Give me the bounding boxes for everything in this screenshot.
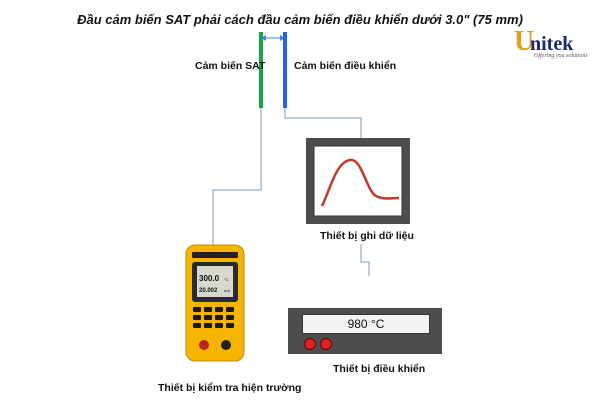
unitek-logo: U nitek Offering you solutions bbox=[514, 28, 594, 62]
controller-led-left bbox=[304, 338, 316, 350]
diagram-title: Đầu cảm biến SAT phải cách đầu cảm biến … bbox=[77, 12, 523, 27]
logo-brand: nitek bbox=[530, 33, 574, 55]
arrow-head-right bbox=[280, 35, 285, 41]
control-sensor-cable bbox=[284, 108, 362, 138]
logger-cable bbox=[360, 244, 370, 276]
tester-unit-1: °C bbox=[224, 277, 229, 282]
logo-letter-u: U bbox=[514, 26, 535, 57]
sat-cable bbox=[212, 108, 262, 245]
control-sensor-label: Cảm biến điều khiển bbox=[294, 60, 397, 72]
data-logger-label: Thiết bị ghi dữ liệu bbox=[320, 230, 414, 242]
logo-tagline: Offering you solutions bbox=[534, 53, 588, 59]
field-tester bbox=[185, 244, 245, 362]
logger-curve bbox=[320, 158, 400, 207]
tester-reading-2: 20.002 bbox=[199, 288, 218, 294]
tester-reading-1: 300.0 bbox=[199, 274, 220, 283]
arrow-head-left bbox=[261, 35, 266, 41]
controller-led-right bbox=[320, 338, 332, 350]
temperature-controller: 980 °C bbox=[288, 308, 442, 354]
field-tester-label: Thiết bị kiểm tra hiện trường bbox=[158, 382, 302, 394]
tester-unit-2: mA bbox=[224, 288, 230, 293]
controller-display: 980 °C bbox=[302, 314, 430, 334]
data-logger bbox=[306, 138, 410, 224]
sat-sensor-label: Cảm biến SAT bbox=[195, 60, 266, 72]
controller-label: Thiết bị điều khiển bbox=[333, 363, 426, 375]
